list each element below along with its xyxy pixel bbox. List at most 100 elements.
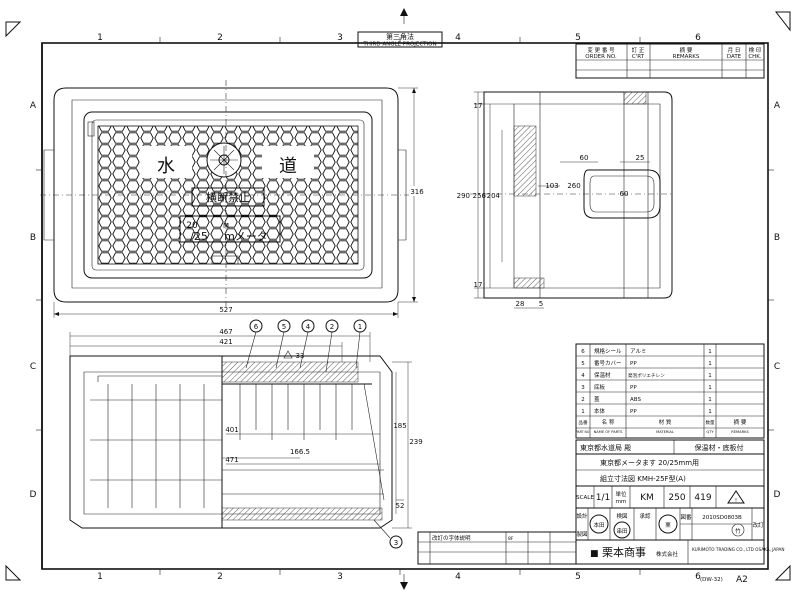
customer-name: 東京都水道局 殿 xyxy=(580,443,631,452)
center-arrow-bottom xyxy=(400,582,408,590)
part-3-name: 底板 xyxy=(594,383,606,391)
stamp-3-text: 栗 xyxy=(665,522,671,529)
front-dim-239: 239 xyxy=(409,438,422,446)
rev-header-date: 月 日 xyxy=(728,47,741,54)
side-dim-290: 290 xyxy=(457,192,470,200)
unit-value: mm xyxy=(616,499,627,505)
approval-stamp-2 xyxy=(613,521,631,539)
meter-size-unit: mメータ xyxy=(224,230,268,243)
corner-mark-bottom-right xyxy=(774,564,791,581)
strip-note: 改訂の字体説明 xyxy=(432,534,471,542)
company-name-en: KURIMOTO TRADING CO., LTD OSAKA, JAPAN xyxy=(692,547,785,552)
balloon-1: 1 xyxy=(358,323,362,331)
grid-col-1-bottom: 1 xyxy=(97,572,103,582)
stamp-4-text: 竹 xyxy=(735,527,741,535)
cover-text-water-1: 水 xyxy=(157,156,175,177)
rev-header-remarks-en: REMARKS xyxy=(673,54,700,60)
side-dim-5: 5 xyxy=(539,300,543,308)
revision-label: 改訂 xyxy=(752,521,764,529)
unit-label: 単位 xyxy=(615,490,627,498)
part-2-name: 蓋 xyxy=(594,395,600,403)
side-dim-60: 60 xyxy=(620,190,629,198)
scale-value: 1/1 xyxy=(596,493,610,503)
part-2-material: ABS xyxy=(630,397,641,403)
part-5-name: 番号カバー xyxy=(594,360,622,367)
warning-mark-icon xyxy=(727,490,745,504)
top-view: 水 道 横断禁止 20 M /25 mメータ 527 316 xyxy=(40,80,425,318)
drawing-no: 2010SD0803B xyxy=(702,515,742,521)
balloon-6: 6 xyxy=(254,323,259,331)
key-slot-left xyxy=(87,121,95,137)
center-arrow-top xyxy=(400,8,408,16)
parts-header-qty-en: QTY xyxy=(706,430,714,434)
meter-size-plate xyxy=(179,215,281,243)
cover-section-hatch xyxy=(221,361,359,383)
side-dim-17-bottom: 17 xyxy=(474,281,483,289)
part-1-name: 本体 xyxy=(594,407,606,415)
rev-header-remarks: 摘 要 xyxy=(680,46,693,54)
side-view-body-outline xyxy=(483,91,673,299)
form-code: (DW-32) xyxy=(700,577,723,583)
balloon-5: 5 xyxy=(282,323,286,331)
grid-col-3: 3 xyxy=(337,33,343,43)
pipe-opening xyxy=(583,169,661,219)
top-view-body-outline xyxy=(53,87,399,303)
part-balloons xyxy=(245,319,403,549)
row-label-draft: 製図 xyxy=(576,530,588,538)
sheet-border: 1 2 3 4 5 6 1 2 3 4 5 6 A B C D A B C D xyxy=(5,8,791,590)
dim-height-316: 316 xyxy=(410,188,424,196)
parts-header-name: 名 称 xyxy=(602,418,615,426)
strip-revision-code: 8F xyxy=(508,536,514,542)
grid-col-1: 1 xyxy=(97,33,103,43)
drawing-title: 組立寸法図 KMH-25F型(A) xyxy=(600,474,686,483)
parts-header-remarks-en: REMARKS xyxy=(731,430,749,434)
stamp-1-text: 本田 xyxy=(593,521,604,529)
part-5-qty: 1 xyxy=(708,361,712,367)
grid-row-d: D xyxy=(30,490,37,500)
corner-mark-bottom-left xyxy=(5,564,22,581)
parts-list: 6 規格シール アルミ 1 5 番号カバー PP 1 4 保温材 発泡ポリエチレ… xyxy=(575,343,765,439)
grid-col-4-bottom: 4 xyxy=(455,572,461,582)
side-view: 17 290 256 204 60 25 103 260 60 17 28 5 xyxy=(457,91,673,309)
grid-row-c: C xyxy=(30,362,36,372)
grid-col-4: 4 xyxy=(455,33,461,43)
part-5-material: PP xyxy=(630,361,637,367)
front-dim-166-5: 166.5 xyxy=(290,448,310,456)
drawing-no-label: 図番 xyxy=(680,514,692,521)
cover-text-water-2: 道 xyxy=(279,156,297,177)
part-3-qty: 1 xyxy=(708,385,712,391)
parts-header-no: 品番 xyxy=(579,419,588,426)
drawing-number: 250 xyxy=(668,493,685,503)
sheet-size: A2 xyxy=(736,575,748,585)
company-kk: 株式会社 xyxy=(656,550,679,558)
grid-row-a-right: A xyxy=(774,101,781,111)
front-dim-401: 401 xyxy=(225,426,238,434)
part-1-no: 1 xyxy=(581,409,585,415)
corner-mark-top-right xyxy=(774,11,791,32)
stamp-2-text: 串田 xyxy=(616,528,627,535)
grid-col-6: 6 xyxy=(695,33,701,43)
side-dim-103: 103 xyxy=(545,182,558,190)
grid-col-5: 5 xyxy=(575,33,581,43)
part-5-no: 5 xyxy=(581,361,585,367)
rev-header-check: 検 印 xyxy=(749,46,762,54)
grid-col-6-bottom: 6 xyxy=(695,572,701,582)
meter-size-label: /25 xyxy=(190,230,208,243)
front-view-body-outline xyxy=(69,355,393,529)
warning-mark-text: ! xyxy=(735,498,737,504)
part-4-no: 4 xyxy=(581,373,585,379)
balloon-4: 4 xyxy=(306,323,311,331)
revision-table: 変 更 番 号 ORDER NO. 訂 正 C'RT 摘 要 REMARKS 月… xyxy=(575,43,765,79)
parts-header-material: 材 質 xyxy=(659,418,672,426)
grid-col-3-bottom: 3 xyxy=(337,572,343,582)
projection-title: 第三角法 xyxy=(386,32,414,41)
part-6-name: 規格シール xyxy=(594,347,622,355)
approval-stamp-4 xyxy=(731,523,745,537)
parts-header-name-en: NAME OF PARTS xyxy=(594,430,624,434)
part-6-material: アルミ xyxy=(630,348,646,355)
grid-row-b: B xyxy=(30,233,36,243)
row-label-check: 検図 xyxy=(616,512,628,520)
grid-row-c-right: C xyxy=(774,362,780,372)
parts-header-no-en: PART NO. xyxy=(576,430,591,434)
drawing-sub-number: 419 xyxy=(694,493,711,503)
